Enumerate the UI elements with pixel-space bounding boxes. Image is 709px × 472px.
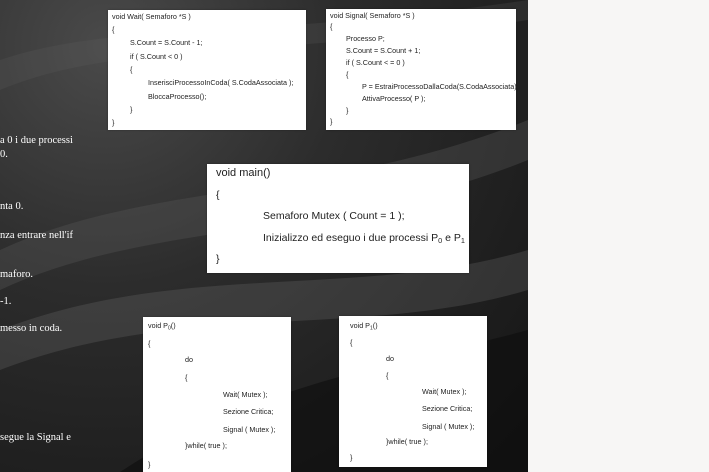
code-line: }: [112, 118, 115, 127]
code-line: Semaforo Mutex ( Count = 1 );: [263, 210, 405, 222]
code-line: {: [350, 338, 353, 347]
code-line: S.Count = S.Count - 1;: [130, 38, 203, 47]
code-line: }: [330, 117, 333, 126]
code-line: S.Count = S.Count + 1;: [346, 46, 421, 55]
body-text-line: -1.: [0, 296, 12, 307]
signal-code-box: void Signal( Semaforo *S ) { Processo P;…: [326, 9, 519, 130]
code-line: Sezione Critica;: [422, 404, 473, 413]
code-line: {: [112, 25, 115, 34]
subscript: 1: [460, 235, 465, 245]
code-line: Inizializzo ed eseguo i due processi P0 …: [263, 232, 465, 245]
code-line: void Wait( Semaforo *S ): [112, 12, 191, 21]
page-margin-area: [528, 0, 709, 472]
code-line: if ( S.Count < 0 ): [130, 52, 183, 61]
body-text-line: maforo.: [0, 269, 33, 280]
code-line: {: [216, 189, 220, 201]
code-line: if ( S.Count < = 0 ): [346, 58, 405, 67]
code-line: }: [346, 106, 349, 115]
code-line: }: [216, 253, 220, 265]
code-line: Signal ( Mutex );: [422, 422, 475, 431]
body-text-line: a 0 i due processi: [0, 135, 73, 146]
code-line: void P0(): [148, 321, 176, 331]
code-text: e P: [442, 232, 461, 244]
code-line: {: [130, 65, 133, 74]
code-line: }while( true );: [386, 437, 428, 446]
code-line: InserisciProcessoInCoda( S.CodaAssociata…: [148, 78, 294, 87]
code-line: }: [148, 460, 151, 469]
body-text-line: 0.: [0, 149, 8, 160]
code-line: void Signal( Semaforo *S ): [330, 11, 415, 20]
code-line: }: [350, 453, 353, 462]
main-code-box: void main() { Semaforo Mutex ( Count = 1…: [207, 164, 469, 273]
code-line: Processo P;: [346, 34, 385, 43]
main-header: void main(): [216, 167, 271, 179]
code-line: P = EstraiProcessoDallaCoda(S.CodaAssoci…: [362, 82, 519, 91]
code-line: Wait( Mutex );: [422, 387, 467, 396]
code-line: Sezione Critica;: [223, 407, 274, 416]
body-text-line: nta 0.: [0, 201, 24, 212]
code-text: void P: [350, 321, 370, 330]
code-text: (): [372, 321, 378, 330]
body-text-line: messo in coda.: [0, 323, 63, 334]
code-line: }: [130, 105, 133, 114]
code-text: void P: [148, 321, 168, 330]
code-line: Wait( Mutex );: [223, 390, 268, 399]
code-text: Inizializzo ed eseguo i due processi P: [263, 232, 439, 244]
code-line: {: [185, 373, 188, 382]
body-text-line: nza entrare nell'if: [0, 230, 74, 241]
code-text: (): [170, 321, 176, 330]
p0-code-box: void P0() { do { Wait( Mutex ); Sezione …: [143, 317, 291, 472]
subscript: 1: [369, 325, 373, 332]
code-line: AttivaProcesso( P );: [362, 94, 426, 103]
code-line: {: [330, 22, 333, 31]
code-line: {: [346, 70, 349, 79]
code-line: {: [148, 339, 151, 348]
wait-code-box: void Wait( Semaforo *S ) { S.Count = S.C…: [108, 10, 306, 130]
code-line: do: [386, 354, 394, 363]
p1-code-box: void P1() { do { Wait( Mutex ); Sezione …: [339, 316, 487, 467]
body-text-line: segue la Signal e: [0, 432, 71, 443]
code-line: void P1(): [350, 321, 378, 331]
slide: a 0 i due processi 0. nta 0. nza entrare…: [0, 0, 528, 472]
code-line: {: [386, 371, 389, 380]
subscript: 0: [438, 235, 443, 245]
subscript: 0: [167, 325, 171, 332]
code-line: BloccaProcesso();: [148, 92, 207, 101]
code-line: }while( true );: [185, 441, 227, 450]
code-line: Signal ( Mutex );: [223, 425, 276, 434]
code-line: do: [185, 355, 193, 364]
